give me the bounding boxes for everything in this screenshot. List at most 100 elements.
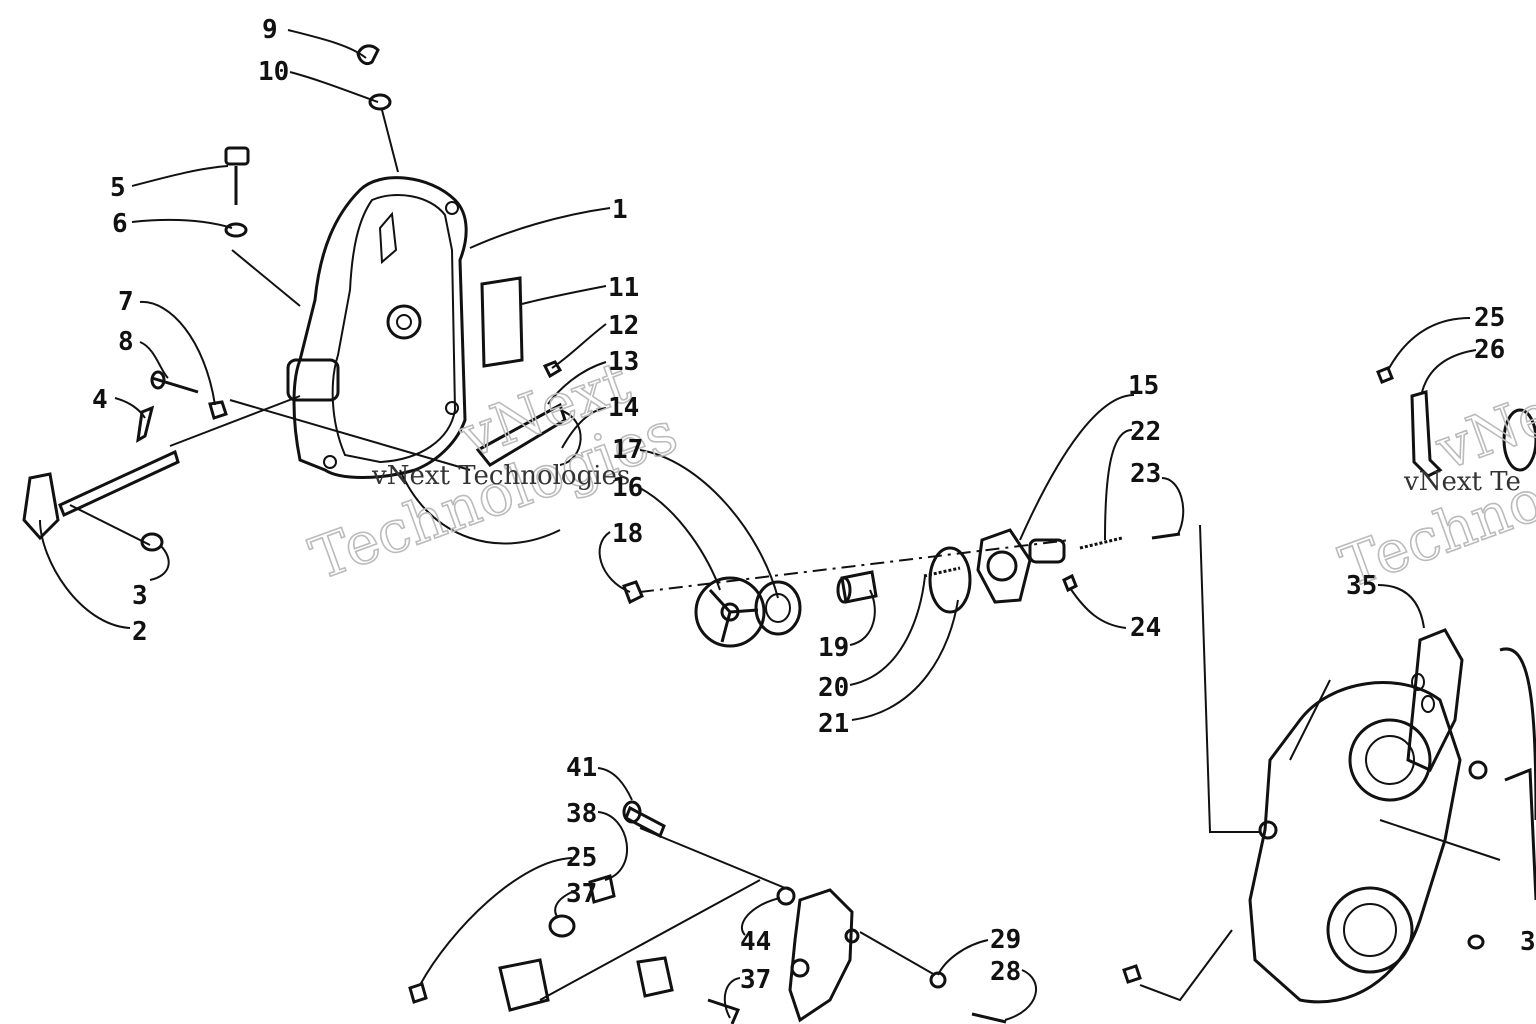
part-41-head: [622, 800, 642, 824]
leader-right-bottom: [1139, 929, 1233, 1002]
housing-cover-plate: [1406, 628, 1464, 772]
part-4-key: [136, 405, 155, 443]
leader-9: [287, 29, 367, 59]
axis-lower: [539, 879, 761, 1001]
label-44: 44: [740, 927, 771, 957]
label-10: 10: [258, 57, 289, 87]
part-8-head: [150, 370, 166, 390]
label-3: 3: [132, 581, 148, 611]
housing-lower-bore: [1326, 886, 1414, 974]
label-7: 7: [118, 287, 134, 317]
part-19-bushing: [840, 570, 878, 604]
part-28-bolt: [971, 1012, 1007, 1024]
label-28: 28: [990, 957, 1021, 987]
part-12-nut: [542, 360, 563, 379]
label-9: 9: [262, 15, 278, 45]
part-13-tensioner: [475, 402, 567, 467]
part-6-oring: [224, 222, 248, 238]
label-4: 4: [92, 385, 108, 415]
label-14: 14: [608, 393, 639, 423]
label-41: 41: [566, 753, 597, 783]
leader-35: [1377, 584, 1425, 629]
label-3-right: 3: [1520, 927, 1536, 957]
leader-14: [561, 407, 607, 449]
chaincase-cover: [286, 176, 468, 479]
part-2-shaft: [58, 449, 180, 518]
label-37-top: 37: [566, 879, 597, 909]
label-38: 38: [566, 799, 597, 829]
label-26: 26: [1474, 335, 1505, 365]
leader-23-to-case: [1199, 524, 1260, 833]
axis-3: [69, 504, 151, 546]
part-41-bolt: [624, 805, 666, 839]
leader-20: [849, 575, 926, 686]
housing-hole-1: [1411, 673, 1425, 691]
part-25-nut-bottom: [408, 982, 428, 1004]
watermark-right-small: vNext Te: [1403, 467, 1521, 497]
cover-inner-rim: [331, 194, 457, 464]
part-16-hub: [720, 602, 740, 622]
watermark-small: vNext Technologies: [371, 461, 630, 491]
part-24-nut: [1062, 573, 1078, 593]
leader-5: [131, 165, 229, 187]
label-35: 35: [1346, 571, 1377, 601]
axis-case: [229, 399, 471, 471]
housing-fitting: [1258, 820, 1278, 840]
part-labels: 9 10 5 6 1 11 12 13 14 7 8 4 3 2 17 16 1…: [92, 15, 1536, 995]
leader-41: [597, 767, 633, 801]
leader-17: [639, 449, 779, 599]
housing-link: [1504, 767, 1536, 901]
part-16-spokes: [708, 588, 759, 643]
part-11-gasket: [480, 276, 524, 368]
label-37-bottom: 37: [740, 965, 771, 995]
part-16-disc: [694, 576, 766, 648]
cover-boss-hole: [396, 314, 412, 330]
leader-23: [1161, 477, 1185, 535]
housing-detail: [1289, 679, 1501, 861]
part-37-washer: [548, 914, 576, 938]
label-1: 1: [612, 195, 628, 225]
leader-28: [1004, 969, 1038, 1021]
leader-7: [139, 300, 216, 406]
cover-outline: [292, 176, 468, 479]
label-2: 2: [132, 617, 148, 647]
part-17-pad-inner: [765, 593, 791, 623]
cover-boss: [386, 304, 422, 340]
part-18-nut: [622, 580, 644, 605]
leader-2: [39, 519, 131, 629]
leader-25-right: [1387, 317, 1471, 371]
part-14-link: [559, 409, 582, 466]
label-8: 8: [118, 327, 134, 357]
part-17-pad: [754, 580, 802, 636]
part-bracket: [788, 888, 854, 1023]
label-11: 11: [608, 273, 639, 303]
leader-38: [597, 811, 628, 881]
label-24: 24: [1130, 613, 1161, 643]
leader-15: [1019, 394, 1135, 541]
part-10-washer: [368, 93, 392, 111]
part-44-washer: [776, 886, 796, 906]
leader-6: [131, 219, 233, 229]
part-8-bolt: [151, 376, 199, 394]
leader-25-bottom: [419, 857, 573, 986]
part-19-end: [836, 576, 852, 604]
cover-bolt-bottom: [445, 401, 459, 415]
leader-8: [139, 341, 169, 379]
label-16: 16: [612, 473, 643, 503]
part-2-arm: [22, 472, 60, 541]
chaincase-housing: [1122, 366, 1536, 1004]
leader-26: [1421, 349, 1477, 393]
leader-18: [598, 531, 631, 593]
part-15-bore: [986, 550, 1018, 582]
housing-lower-bore-inner: [1343, 903, 1397, 957]
part-3-bearing: [140, 532, 164, 552]
part-25-nut: [1376, 366, 1394, 384]
label-20: 20: [818, 673, 849, 703]
part-26-bracket: [1410, 390, 1443, 478]
part-29-washer: [929, 971, 947, 989]
axis-28: [859, 931, 936, 976]
label-5: 5: [110, 173, 126, 203]
leader-13: [547, 361, 607, 405]
part-lower-block: [636, 956, 674, 998]
